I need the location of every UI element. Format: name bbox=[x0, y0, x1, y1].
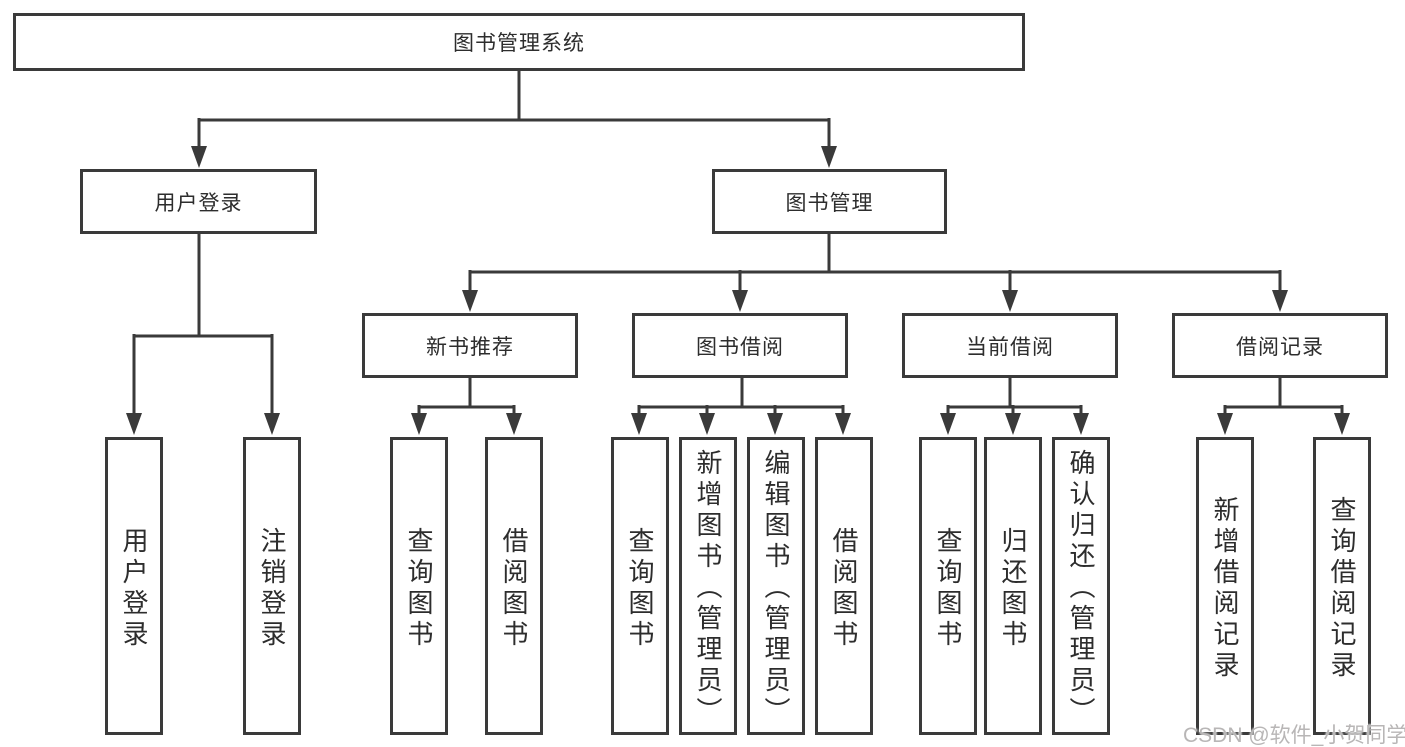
leaf-edit-book-admin-label: 编辑图书（管理员） bbox=[761, 449, 791, 728]
node-new-book-recommendation: 新书推荐 bbox=[362, 313, 578, 378]
leaf-return-book: 归还图书 bbox=[984, 437, 1042, 735]
connector-borrowing-records-to-leaves bbox=[1217, 376, 1350, 435]
connector-user-login-to-leaves bbox=[126, 232, 280, 435]
leaf-query-borrow-record: 查询借阅记录 bbox=[1313, 437, 1371, 735]
connector-root-to-level2 bbox=[191, 69, 837, 168]
leaf-query-books-borrow: 查询图书 bbox=[611, 437, 669, 735]
leaf-query-books-current-label: 查询图书 bbox=[933, 526, 963, 651]
node-user-login-label: 用户登录 bbox=[154, 191, 243, 215]
leaf-borrow-books-recommend-label: 借阅图书 bbox=[499, 526, 529, 651]
leaf-add-book-admin: 新增图书（管理员） bbox=[679, 437, 737, 735]
node-book-management-label: 图书管理 bbox=[785, 191, 874, 215]
node-borrowing-records-label: 借阅记录 bbox=[1236, 335, 1324, 359]
node-book-borrowing: 图书借阅 bbox=[632, 313, 848, 378]
leaf-query-books-borrow-label: 查询图书 bbox=[625, 526, 655, 651]
leaf-add-book-admin-label: 新增图书（管理员） bbox=[693, 449, 723, 728]
connector-new-book-to-leaves bbox=[411, 376, 522, 435]
node-root: 图书管理系统 bbox=[13, 13, 1025, 71]
node-current-borrowing-label: 当前借阅 bbox=[966, 335, 1054, 359]
node-new-book-recommendation-label: 新书推荐 bbox=[426, 335, 514, 359]
node-book-management: 图书管理 bbox=[712, 169, 947, 234]
leaf-return-book-label: 归还图书 bbox=[998, 526, 1028, 651]
leaf-query-books-recommend: 查询图书 bbox=[390, 437, 448, 735]
leaf-borrow-books: 借阅图书 bbox=[815, 437, 873, 735]
leaf-add-borrow-record: 新增借阅记录 bbox=[1196, 437, 1254, 735]
leaf-add-borrow-record-label: 新增借阅记录 bbox=[1210, 495, 1240, 682]
leaf-borrow-books-recommend: 借阅图书 bbox=[485, 437, 543, 735]
leaf-query-books-current: 查询图书 bbox=[919, 437, 977, 735]
leaf-user-login-label: 用户登录 bbox=[119, 526, 149, 651]
node-user-login: 用户登录 bbox=[80, 169, 317, 234]
node-root-label: 图书管理系统 bbox=[453, 32, 585, 55]
leaf-logout: 注销登录 bbox=[243, 437, 301, 735]
leaf-confirm-return-admin-label: 确认归还（管理员） bbox=[1066, 449, 1096, 728]
leaf-borrow-books-label: 借阅图书 bbox=[829, 526, 859, 651]
leaf-logout-label: 注销登录 bbox=[257, 526, 287, 651]
connector-current-borrowing-to-leaves bbox=[940, 376, 1089, 435]
connector-book-borrowing-to-leaves bbox=[631, 376, 851, 435]
connector-book-management-to-level3 bbox=[462, 232, 1288, 312]
leaf-query-borrow-record-label: 查询借阅记录 bbox=[1327, 495, 1357, 682]
leaf-edit-book-admin: 编辑图书（管理员） bbox=[747, 437, 805, 735]
node-book-borrowing-label: 图书借阅 bbox=[696, 335, 784, 359]
csdn-watermark: CSDN @软件_小贺同学 bbox=[1183, 724, 1405, 747]
node-borrowing-records: 借阅记录 bbox=[1172, 313, 1388, 378]
node-current-borrowing: 当前借阅 bbox=[902, 313, 1118, 378]
leaf-confirm-return-admin: 确认归还（管理员） bbox=[1052, 437, 1110, 735]
leaf-user-login: 用户登录 bbox=[105, 437, 163, 735]
leaf-query-books-recommend-label: 查询图书 bbox=[404, 526, 434, 651]
